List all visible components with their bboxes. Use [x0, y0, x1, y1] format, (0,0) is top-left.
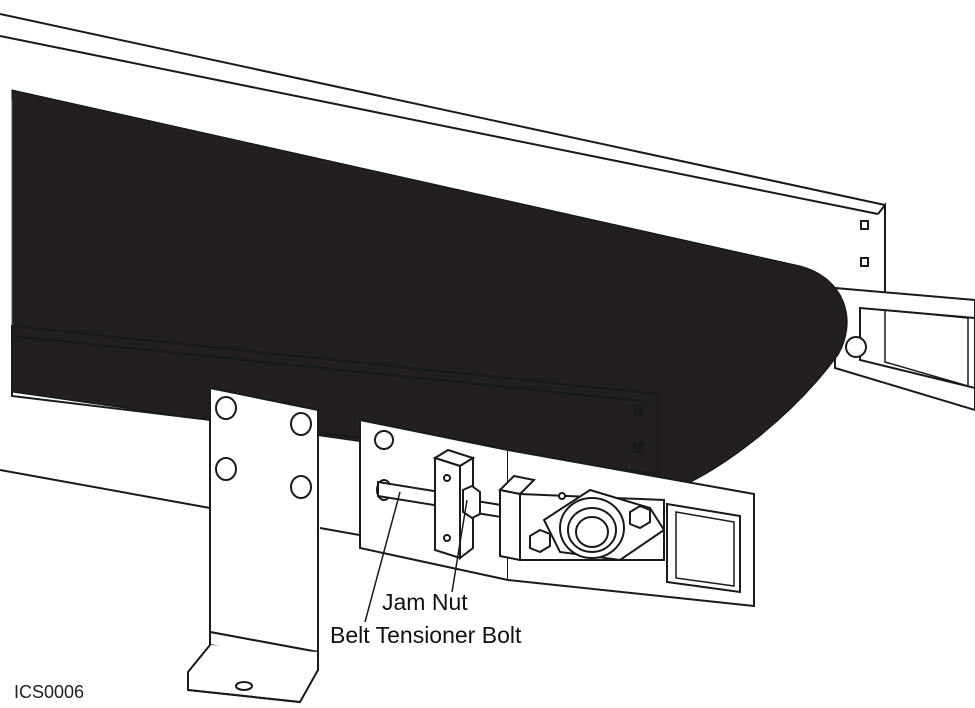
- jam-nut-label: Jam Nut: [382, 589, 468, 615]
- flange-bearing: [529, 488, 666, 562]
- near-frame-rail: [0, 324, 659, 561]
- bolt-leader: [364, 491, 401, 623]
- jam-nut-leader: [451, 499, 468, 593]
- figure-code: ICS0006: [14, 682, 85, 702]
- belt-tensioner-bolt-label: Belt Tensioner Bolt: [330, 622, 522, 648]
- leader-lines: [364, 491, 468, 623]
- jam-nut: [462, 484, 481, 520]
- mounting-leg: [187, 386, 319, 704]
- tail-pulley-end: [845, 336, 867, 358]
- conveyor-belt: [11, 89, 848, 488]
